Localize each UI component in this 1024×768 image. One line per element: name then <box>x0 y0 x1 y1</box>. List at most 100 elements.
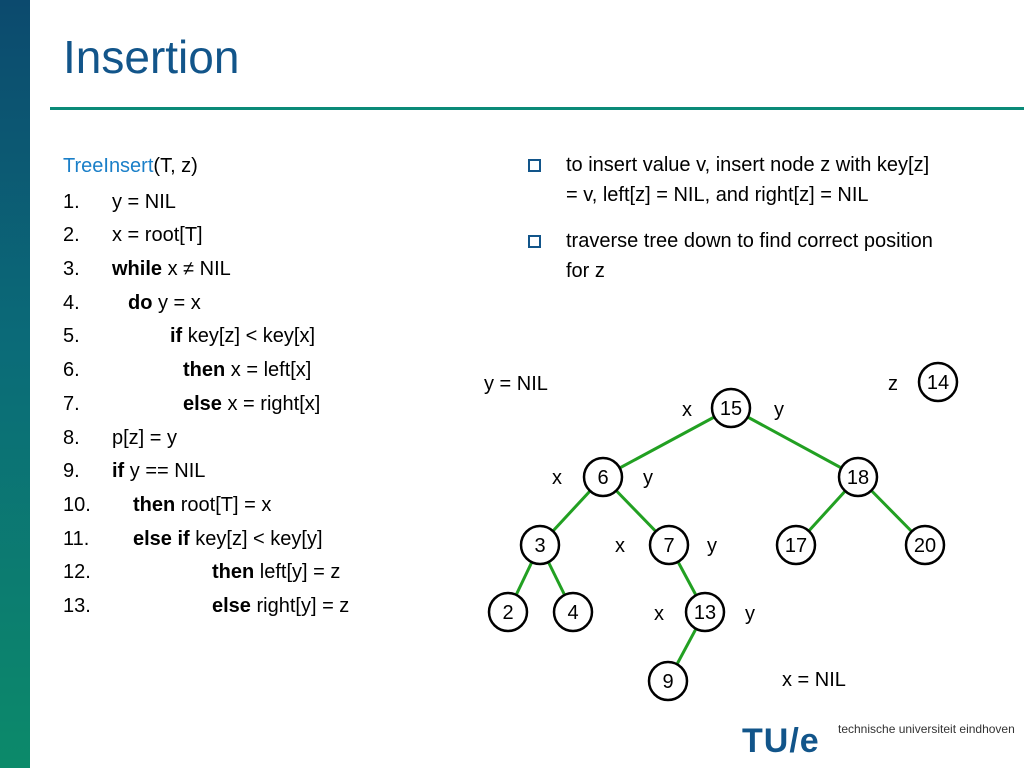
node-key: 2 <box>502 602 513 624</box>
code-line: 12. then left[y] = z <box>63 556 340 590</box>
line-number: 3. <box>63 258 80 281</box>
bullet-text: to insert value v, insert node z with ke… <box>566 154 930 206</box>
code-fragment: key[z] < key[y] <box>189 527 323 550</box>
code-text: if key[z] < key[x] <box>170 320 315 354</box>
line-number: 9. <box>63 460 80 483</box>
code-text: then root[T] = x <box>133 489 271 523</box>
tree-node: 2 <box>487 591 529 633</box>
line-number: 12. <box>63 561 91 584</box>
keyword: else <box>183 392 222 415</box>
z-label: z <box>888 373 898 395</box>
line-number: 1. <box>63 190 80 213</box>
tree-node: 13 <box>684 591 726 633</box>
x-pointer-label: x <box>682 399 692 421</box>
node-key: 14 <box>927 372 949 394</box>
line-number: 2. <box>63 224 80 247</box>
bullet-item: to insert value v, insert node z with ke… <box>528 150 938 210</box>
code-fragment: y = x <box>152 291 201 314</box>
title-divider <box>50 107 1024 110</box>
code-text: x = root[T] <box>112 219 203 253</box>
keyword: if <box>170 325 183 348</box>
bullet-list: to insert value v, insert node z with ke… <box>528 150 938 302</box>
tree-node: 20 <box>904 524 946 566</box>
node-key: 15 <box>720 398 742 420</box>
keyword: then <box>212 561 255 584</box>
keyword: if <box>112 460 125 483</box>
code-line: 8.p[z] = y <box>63 422 198 456</box>
code-text: else if key[z] < key[y] <box>133 523 323 557</box>
tree-node: 3 <box>519 524 561 566</box>
tree-node: 15 <box>710 387 752 429</box>
node-key: 6 <box>597 467 608 489</box>
function-name: TreeInsert <box>63 155 154 177</box>
line-number: 6. <box>63 359 80 382</box>
function-args: (T, z) <box>153 155 198 177</box>
keyword: else <box>212 594 251 617</box>
keyword: while <box>112 258 163 281</box>
code-text: y = NIL <box>112 186 176 220</box>
keyword: then <box>133 493 176 516</box>
keyword: then <box>183 359 226 382</box>
code-line: 7.else x = right[x] <box>63 388 320 422</box>
code-fragment: x = root[T] <box>112 224 203 247</box>
code-line: 3. while x ≠ NIL <box>63 253 231 287</box>
node-key: 9 <box>662 671 673 693</box>
tree-node: 17 <box>775 524 817 566</box>
code-fragment: root[T] = x <box>175 493 272 516</box>
pseudocode-block: TreeInsert(T, z) 1. y = NIL 2. x = root[T] 3… <box>63 150 349 624</box>
sidebar-stripe <box>0 0 30 768</box>
code-line: 5. if key[z] < key[x] <box>63 320 315 354</box>
tree-node: 6 <box>582 456 624 498</box>
university-name: technische universiteit eindhoven <box>838 722 1015 736</box>
code-text: then x = left[x] <box>183 354 311 388</box>
code-line: 2. x = root[T] <box>63 219 203 253</box>
node-key: 4 <box>567 602 578 624</box>
node-key: 7 <box>663 535 674 557</box>
x-pointer-label: x <box>552 467 562 489</box>
node-key: 3 <box>534 535 545 557</box>
keyword: do <box>128 291 153 314</box>
tree-edge <box>602 406 732 479</box>
node-key: 18 <box>847 467 869 489</box>
code-fragment: left[y] = z <box>254 561 341 584</box>
tree-node: 4 <box>552 591 594 633</box>
code-fragment: x = left[x] <box>225 359 312 382</box>
code-text: if y == NIL <box>112 455 205 489</box>
code-text: while x ≠ NIL <box>112 253 231 287</box>
x-pointer-label: x <box>615 535 625 557</box>
x-nil-label: x = NIL <box>782 669 846 691</box>
y-pointer-label: y <box>643 467 653 489</box>
tree-node: 9 <box>647 660 689 702</box>
node-key: 17 <box>785 535 807 557</box>
pseudocode-lines: 1. y = NIL 2. x = root[T] 3. while x ≠ NIL 4. d… <box>63 186 349 624</box>
code-text: then left[y] = z <box>212 556 340 590</box>
square-bullet-icon <box>528 235 541 248</box>
code-line: 11.else if key[z] < key[y] <box>63 523 323 557</box>
code-line: 13.else right[y] = z <box>63 590 349 624</box>
slide-title: Insertion <box>63 31 240 83</box>
code-text: p[z] = y <box>112 422 177 456</box>
code-fragment: x ≠ NIL <box>162 258 231 281</box>
tree-node: 7 <box>648 524 690 566</box>
pseudocode-header: TreeInsert(T, z) <box>63 150 198 184</box>
code-line: 10.then root[T] = x <box>63 489 271 523</box>
code-line: 1. y = NIL <box>63 186 198 220</box>
code-text: do y = x <box>128 287 201 321</box>
line-number: 13. <box>63 594 91 617</box>
line-number: 4. <box>63 291 80 314</box>
code-text: else x = right[x] <box>183 388 320 422</box>
tue-logo: TU/e <box>742 722 820 760</box>
bullet-item: traverse tree down to find correct posit… <box>528 226 938 286</box>
line-number: 5. <box>63 325 80 348</box>
code-fragment: p[z] = y <box>112 426 178 449</box>
y-nil-label: y = NIL <box>484 373 548 395</box>
code-fragment: x = right[x] <box>221 392 321 415</box>
bullet-text: traverse tree down to find correct posit… <box>566 230 933 282</box>
x-pointer-label: x <box>654 603 664 625</box>
code-line: 9. if y == NIL <box>63 455 205 489</box>
code-line: 4. do y = x <box>63 287 201 321</box>
code-fragment: y == NIL <box>124 460 206 483</box>
node-key: 13 <box>694 602 716 624</box>
code-line: 6. then x = left[x] <box>63 354 311 388</box>
